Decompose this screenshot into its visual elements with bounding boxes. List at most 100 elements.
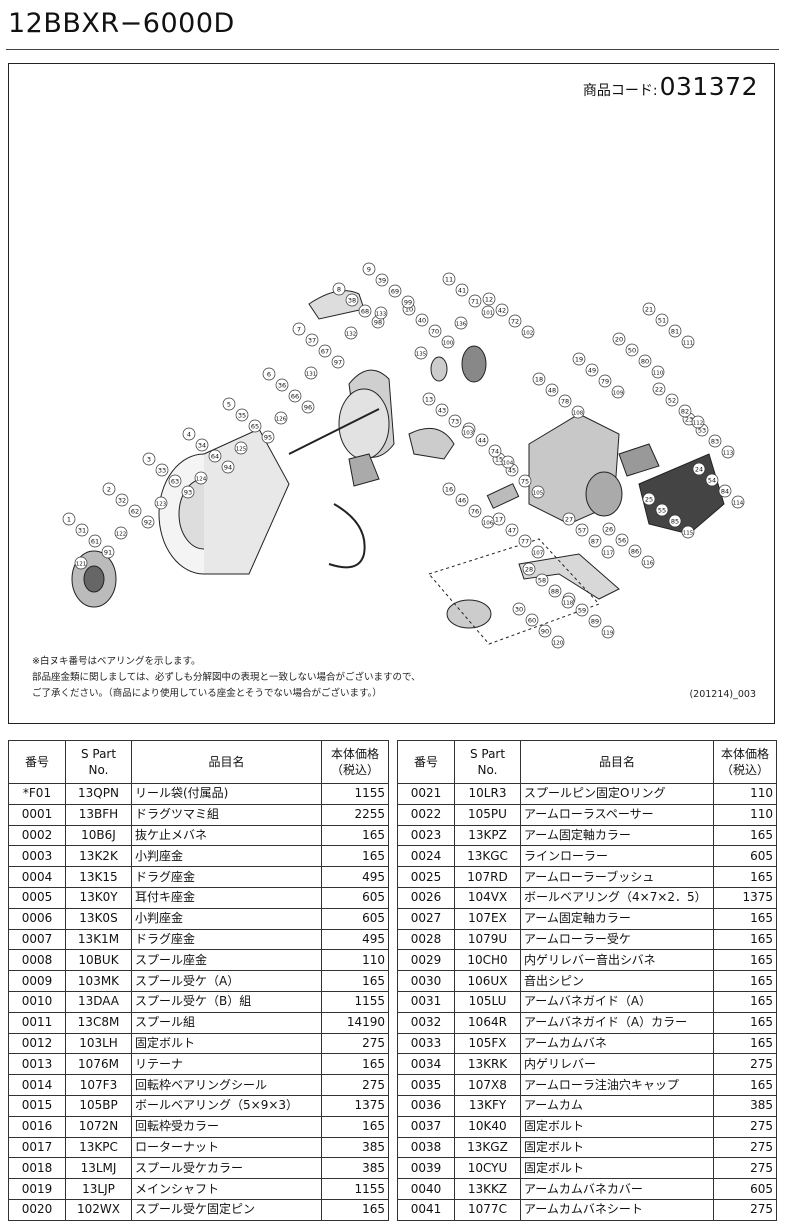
item-name-cell: アーム固定軸カラー [520, 907, 714, 930]
item-name-cell: リテーナ [131, 1053, 322, 1076]
callout-label: 25 [645, 496, 653, 504]
line-roller-part [430, 356, 448, 382]
s-part-no-cell: 107RD [454, 866, 521, 888]
callout-label: 125 [236, 447, 247, 453]
callout-circle [691, 415, 705, 429]
callout-circle [558, 394, 572, 408]
callout-circle [561, 595, 575, 609]
callout-circle [155, 463, 169, 477]
callout-label: 100 [443, 341, 454, 347]
part-number-cell: 0003 [8, 845, 66, 868]
callout-circle [248, 419, 262, 433]
part-number-cell: 0001 [8, 803, 66, 826]
item-name-cell: ドラグ座金 [131, 866, 322, 888]
s-part-no-cell: 1064R [454, 1011, 521, 1034]
callout-label: 19 [575, 356, 583, 364]
callout-label: 72 [511, 318, 519, 326]
callout-circle [538, 624, 552, 638]
callout-label: 53 [698, 427, 706, 435]
price-cell: 1375 [321, 1094, 389, 1117]
callout-circle [141, 515, 155, 529]
callout-circle [482, 292, 496, 306]
part-number-cell: 0017 [8, 1136, 66, 1159]
price-cell: 275 [713, 1136, 777, 1159]
callout-circle [235, 408, 249, 422]
s-part-no-cell: 13K0S [65, 907, 132, 930]
item-name-cell: ローターナット [131, 1136, 322, 1159]
s-part-no-cell: 13DAA [65, 990, 132, 1013]
part-number-cell: 0004 [8, 866, 66, 888]
callout-label: 123 [156, 502, 167, 508]
part-number-cell: 0015 [8, 1094, 66, 1117]
callout-label: 3 [147, 456, 151, 464]
callout-label: 30 [515, 606, 523, 614]
callout-circle [588, 614, 602, 628]
item-name-cell: ドラグ座金 [131, 928, 322, 951]
callout-circle [615, 533, 629, 547]
price-cell: 385 [713, 1094, 777, 1117]
part-number-cell: 0021 [397, 783, 455, 805]
main-shaft [288, 408, 380, 455]
callout-circle [678, 404, 692, 418]
callout-circle [301, 400, 315, 414]
price-cell: 605 [321, 886, 389, 909]
part-number-cell: 0016 [8, 1115, 66, 1138]
product-code-number: 031372 [659, 72, 758, 101]
price-cell: 275 [713, 1198, 777, 1221]
callout-circle [625, 343, 639, 357]
callout-label: 81 [671, 328, 679, 336]
callout-circle [454, 316, 468, 330]
callout-label: 122 [116, 532, 127, 538]
callout-circle [531, 485, 545, 499]
callout-circle [448, 414, 462, 428]
callout-circle [521, 325, 535, 339]
callout-label: 78 [561, 398, 569, 406]
callout-label: 79 [601, 378, 609, 386]
callout-label: 2 [107, 486, 111, 494]
part-number-cell: 0006 [8, 907, 66, 930]
callout-circle [345, 293, 359, 307]
item-name-cell: スプール受ケ固定ピン [131, 1198, 322, 1221]
price-cell: 605 [321, 907, 389, 930]
note-line: ※白ヌキ番号はベアリングを示します。 [32, 656, 201, 667]
part-number-cell: 0029 [397, 949, 455, 972]
part-number-cell: 0030 [397, 970, 455, 992]
callout-circle [468, 504, 482, 518]
reel-foot [618, 443, 660, 477]
item-name-cell: アームバネガイド（A） [520, 990, 714, 1013]
note-line: 部品座金類に関しましては、必ずしも分解図中の表現と一致しない場合がございますので… [32, 672, 421, 683]
product-code-label: 商品コード: [582, 83, 658, 99]
price-cell: 275 [713, 1053, 777, 1076]
part-number-cell: 0033 [397, 1032, 455, 1055]
callout-circle [154, 496, 168, 510]
diagram-labels: 1234567891011121314151617181920212223242… [62, 262, 745, 649]
callout-circle [501, 455, 515, 469]
callout-label: 8 [337, 286, 341, 294]
price-cell: 275 [713, 1115, 777, 1138]
part-number-cell: 0019 [8, 1178, 66, 1200]
callout-label: 31 [78, 527, 86, 535]
s-part-no-cell: 13KGZ [454, 1136, 521, 1159]
callout-circle [525, 613, 539, 627]
part-number-cell: 0011 [8, 1011, 66, 1034]
item-name-cell: 固定ボルト [520, 1136, 714, 1159]
callout-label: 50 [628, 347, 636, 355]
item-name-cell: 耳付キ座金 [131, 886, 322, 909]
callout-circle [222, 397, 236, 411]
callout-circle [442, 482, 456, 496]
callout-label: 63 [171, 478, 179, 486]
callout-circle [522, 562, 536, 576]
callout-label: 76 [471, 508, 479, 516]
callout-circle [518, 474, 532, 488]
